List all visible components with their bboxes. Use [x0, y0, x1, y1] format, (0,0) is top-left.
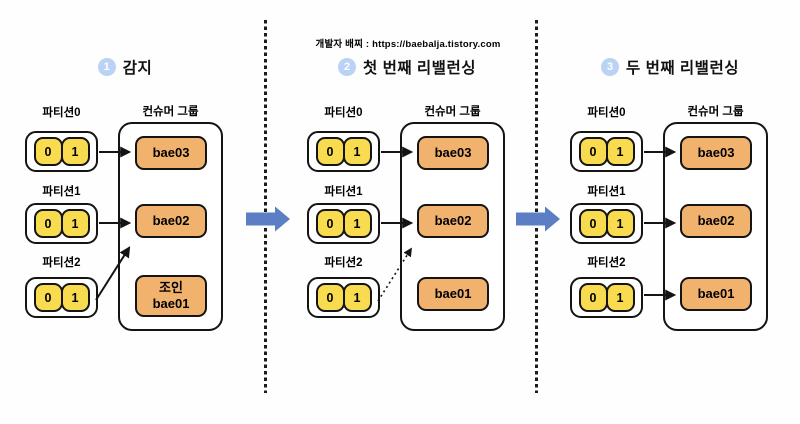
panel-title: 2 첫 번째 리밸런싱	[292, 56, 522, 78]
panel-divider	[535, 20, 538, 393]
consumer-node: bae01	[417, 277, 489, 311]
partition-box: 0 1	[25, 277, 98, 318]
partition-slot: 0	[33, 209, 63, 238]
partition-slot: 1	[60, 209, 90, 238]
partition-label: 파티션2	[324, 257, 363, 269]
partition-slot: 0	[33, 283, 63, 312]
panel-title: 1 감지	[10, 56, 240, 78]
credit-text: 개발자 배찌 : https://baebalja.tistory.com	[315, 39, 501, 50]
consumer-node: 조인 bae01	[135, 275, 207, 317]
step-number-badge: 1	[97, 58, 116, 76]
partition-slot: 1	[60, 137, 90, 166]
panel-step-1: 1 감지 파티션0 0 1 파티션1 0 1 파티션2 0 1 컨슈머 그룹 b…	[10, 0, 240, 405]
consumer-group-label: 컨슈머 그룹	[687, 106, 744, 118]
consumer-group-box: bae03 bae02 조인 bae01	[118, 122, 223, 331]
partition-slot: 1	[605, 137, 635, 166]
panel-title: 3 두 번째 리밸런싱	[555, 56, 785, 78]
partition-box: 0 1	[307, 203, 380, 244]
partition-label: 파티션2	[42, 257, 81, 269]
consumer-node: bae03	[680, 136, 752, 170]
consumer-group-box: bae03 bae02 bae01	[663, 122, 768, 331]
partition-slot: 0	[33, 137, 63, 166]
next-step-arrow-icon	[246, 206, 290, 232]
panel-title-label: 두 번째 리밸런싱	[626, 60, 739, 77]
partition-slot: 0	[578, 137, 608, 166]
partition-slot: 1	[605, 209, 635, 238]
partition-slot: 0	[315, 283, 345, 312]
partition-slot: 1	[60, 283, 90, 312]
partition-slot: 0	[578, 209, 608, 238]
partition-slot: 1	[342, 209, 372, 238]
consumer-group-box: bae03 bae02 bae01	[400, 122, 505, 331]
consumer-group-label: 컨슈머 그룹	[424, 106, 481, 118]
partition-box: 0 1	[25, 203, 98, 244]
step-number-badge: 2	[338, 58, 357, 76]
panel-step-3: 3 두 번째 리밸런싱 파티션0 0 1 파티션1 0 1 파티션2 0 1 컨…	[555, 0, 785, 405]
consumer-group-label: 컨슈머 그룹	[142, 106, 199, 118]
partition-box: 0 1	[307, 131, 380, 172]
partition-box: 0 1	[25, 131, 98, 172]
consumer-node: bae02	[135, 204, 207, 238]
consumer-node: bae03	[417, 136, 489, 170]
partition-label: 파티션2	[587, 257, 626, 269]
partition-box: 0 1	[570, 277, 643, 318]
partition-label: 파티션1	[42, 186, 81, 198]
partition-box: 0 1	[570, 203, 643, 244]
consumer-node: bae02	[680, 204, 752, 238]
panel-divider	[264, 20, 267, 393]
partition-slot: 1	[342, 137, 372, 166]
next-step-arrow-icon	[516, 206, 560, 232]
partition-label: 파티션0	[587, 107, 626, 119]
panel-title-label: 감지	[122, 60, 153, 77]
partition-box: 0 1	[307, 277, 380, 318]
step-number-badge: 3	[601, 58, 620, 76]
partition-label: 파티션0	[42, 107, 81, 119]
partition-slot: 1	[342, 283, 372, 312]
partition-slot: 0	[578, 283, 608, 312]
partition-slot: 1	[605, 283, 635, 312]
consumer-node: bae03	[135, 136, 207, 170]
partition-label: 파티션1	[587, 186, 626, 198]
partition-slot: 0	[315, 209, 345, 238]
partition-box: 0 1	[570, 131, 643, 172]
partition-slot: 0	[315, 137, 345, 166]
consumer-node: bae01	[680, 277, 752, 311]
consumer-node: bae02	[417, 204, 489, 238]
panel-title-label: 첫 번째 리밸런싱	[363, 60, 476, 77]
partition-label: 파티션1	[324, 186, 363, 198]
partition-label: 파티션0	[324, 107, 363, 119]
panel-step-2: 2 첫 번째 리밸런싱 파티션0 0 1 파티션1 0 1 파티션2 0 1 컨…	[292, 0, 522, 405]
